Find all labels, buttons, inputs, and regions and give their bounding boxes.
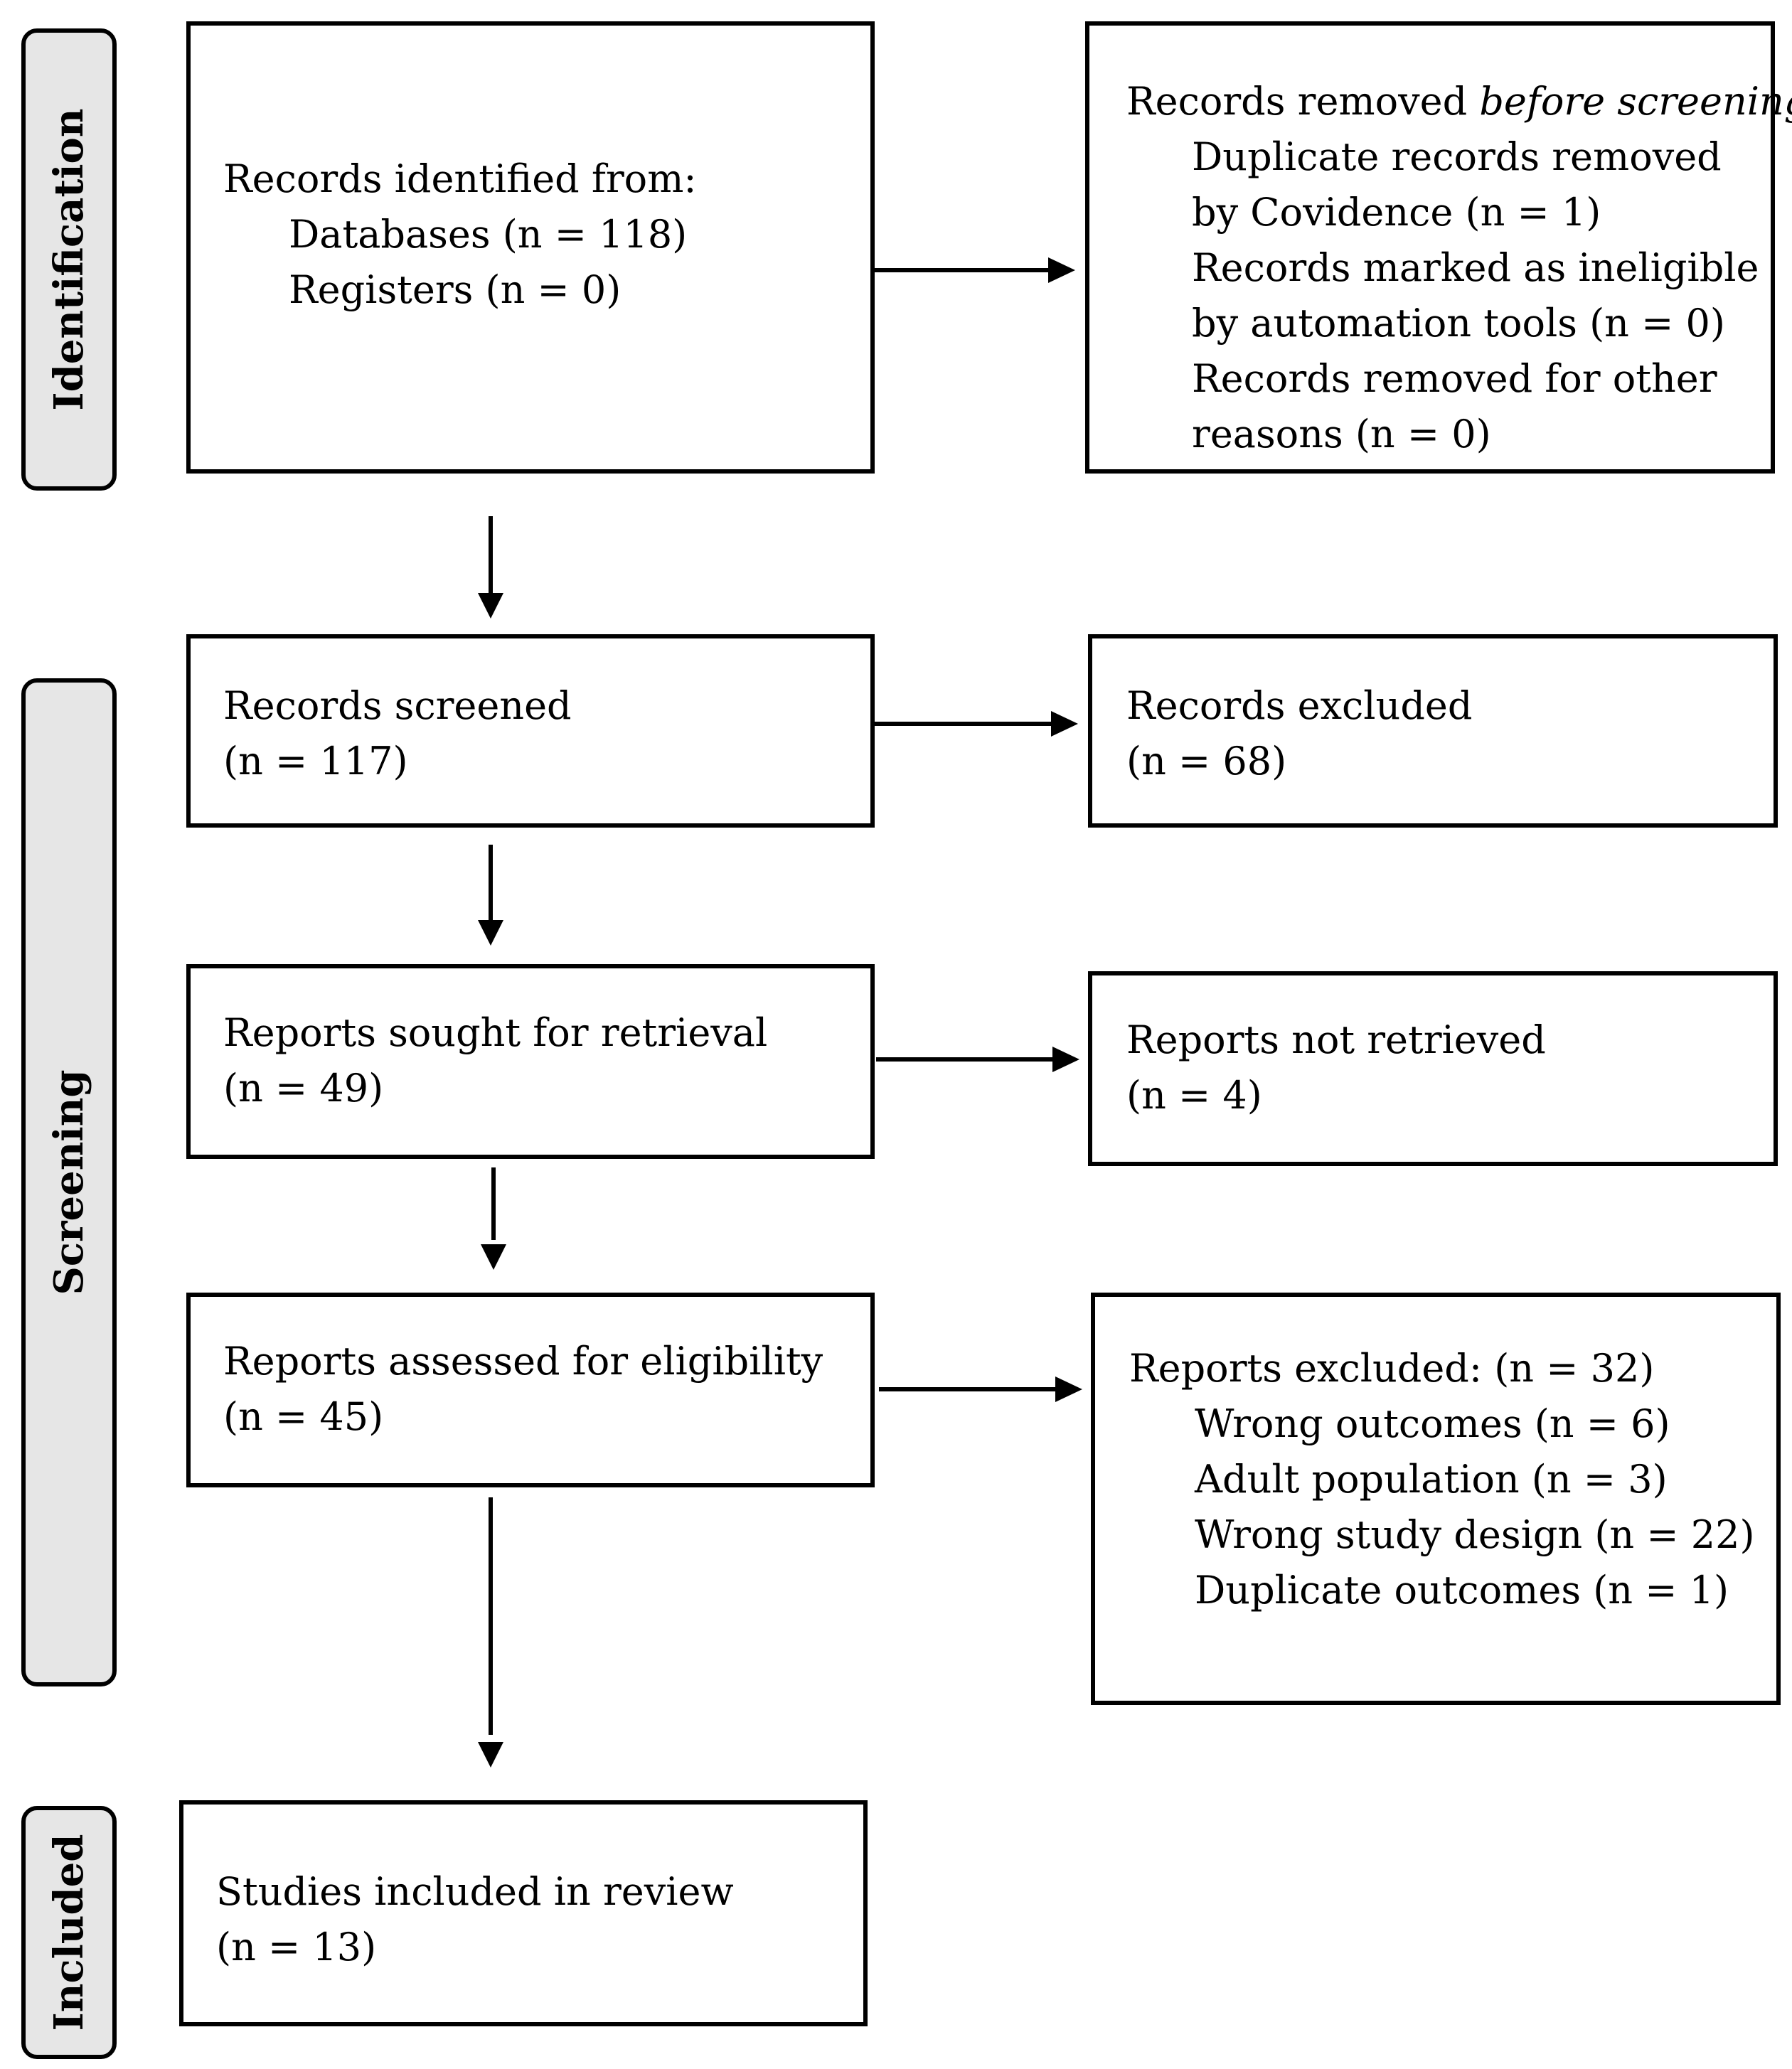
records-removed-heading-prefix: Records removed	[1126, 79, 1480, 124]
phase-identification: Identification	[21, 28, 117, 491]
reports-not-retrieved-count: (n = 4)	[1126, 1073, 1262, 1118]
excluded-reason: Duplicate outcomes (n = 1)	[1195, 1568, 1729, 1613]
excluded-reason: Wrong study design (n = 22)	[1195, 1512, 1755, 1557]
reports-assessed-title: Reports assessed for eligibility	[223, 1339, 823, 1384]
records-excluded-box: Records excluded (n = 68)	[1088, 634, 1778, 828]
excluded-reason: Adult population (n = 3)	[1195, 1457, 1668, 1502]
reports-excluded-heading: Reports excluded: (n = 32)	[1129, 1346, 1655, 1391]
phase-identification-label: Identification	[46, 108, 92, 411]
studies-included-box: Studies included in review (n = 13)	[179, 1800, 868, 2026]
records-screened-box: Records screened (n = 117)	[186, 634, 875, 828]
arrowhead	[481, 1244, 506, 1270]
studies-included-title: Studies included in review	[216, 1869, 734, 1914]
records-excluded-title: Records excluded	[1126, 683, 1473, 728]
excluded-reason: Wrong outcomes (n = 6)	[1195, 1401, 1670, 1446]
databases-count: Databases (n = 118)	[289, 212, 688, 257]
arrowhead	[478, 920, 503, 946]
removed-item: by Covidence (n = 1)	[1192, 190, 1601, 235]
reports-sought-count: (n = 49)	[223, 1066, 384, 1111]
records-removed-heading-italic: before screening	[1479, 79, 1792, 124]
records-screened-count: (n = 117)	[223, 739, 408, 784]
removed-item: Duplicate records removed	[1192, 134, 1722, 179]
records-excluded-count: (n = 68)	[1126, 739, 1287, 784]
reports-not-retrieved-box: Reports not retrieved (n = 4)	[1088, 971, 1778, 1166]
records-identified-box: Records identified from: Databases (n = …	[186, 21, 875, 474]
records-removed-box: Records removed before screening: Duplic…	[1085, 21, 1792, 474]
records-removed-heading: Records removed before screening:	[1126, 74, 1792, 129]
removed-item: reasons (n = 0)	[1192, 412, 1491, 456]
arrowhead	[1048, 257, 1075, 283]
reports-not-retrieved-title: Reports not retrieved	[1126, 1017, 1546, 1062]
arrowhead	[478, 1742, 503, 1768]
phase-included: Included	[21, 1806, 117, 2059]
records-identified-heading: Records identified from:	[223, 156, 697, 201]
reports-assessed-box: Reports assessed for eligibility (n = 45…	[186, 1293, 875, 1487]
registers-count: Registers (n = 0)	[289, 267, 622, 312]
studies-included-count: (n = 13)	[216, 1925, 377, 1969]
reports-sought-box: Reports sought for retrieval (n = 49)	[186, 964, 875, 1159]
reports-excluded-box: Reports excluded: (n = 32) Wrong outcome…	[1091, 1293, 1781, 1705]
phase-screening-label: Screening	[46, 1069, 92, 1295]
arrowhead	[1051, 711, 1078, 737]
phase-screening: Screening	[21, 678, 117, 1686]
records-screened-title: Records screened	[223, 683, 572, 728]
removed-item: by automation tools (n = 0)	[1192, 301, 1725, 346]
arrowhead	[478, 593, 503, 619]
removed-item: Records removed for other	[1192, 356, 1717, 401]
removed-item: Records marked as ineligible	[1192, 245, 1759, 290]
reports-sought-title: Reports sought for retrieval	[223, 1010, 768, 1055]
phase-included-label: Included	[46, 1834, 92, 2031]
arrowhead	[1055, 1376, 1082, 1402]
arrowhead	[1052, 1047, 1079, 1072]
reports-assessed-count: (n = 45)	[223, 1394, 384, 1439]
